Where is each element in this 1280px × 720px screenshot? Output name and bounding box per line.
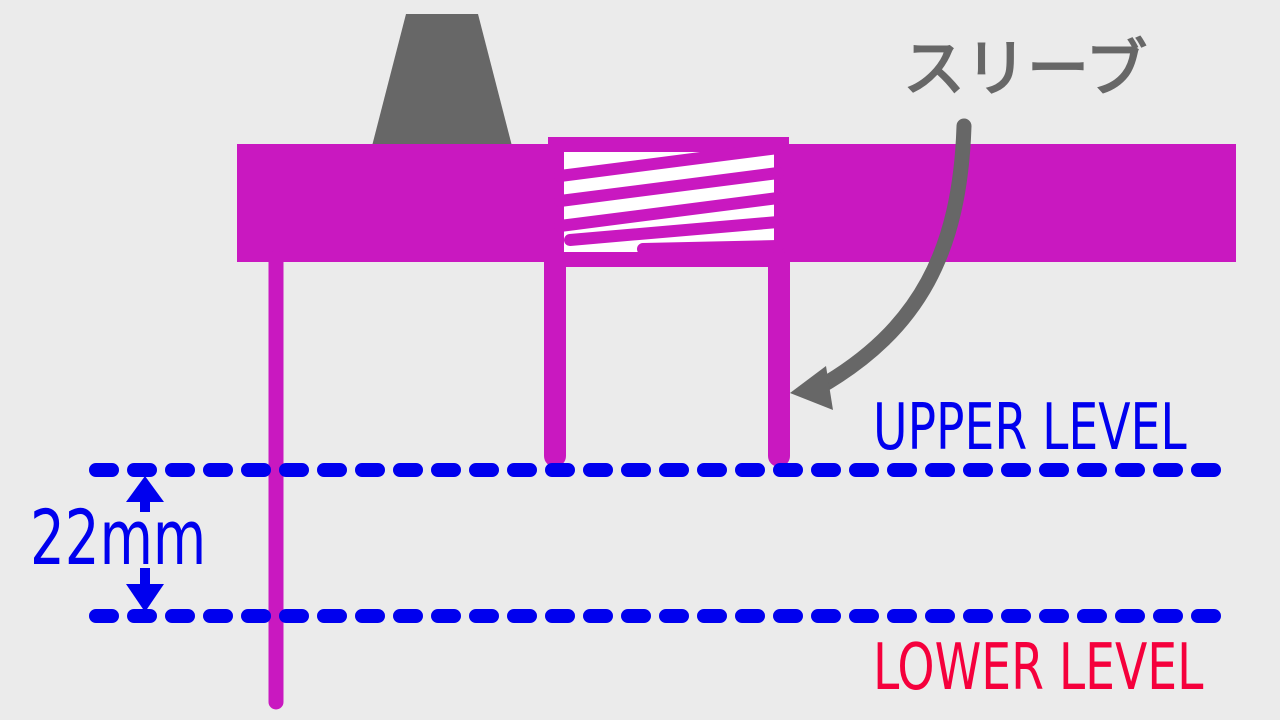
sleeve-label: スリーブ [903, 32, 1148, 105]
dimension-arrow-down-icon [126, 584, 164, 612]
dimension-arrow-up-icon [126, 476, 164, 502]
upper-level-label: UPPER LEVEL [873, 391, 1187, 465]
knob-shape [372, 14, 512, 146]
sleeve-pointer-arrow [810, 118, 972, 396]
spring-coils [554, 142, 784, 255]
sleeve-pointer-arrowhead-icon [790, 366, 833, 410]
lower-level-label: LOWER LEVEL [873, 631, 1204, 705]
dimension-label: 22mm [30, 493, 207, 582]
